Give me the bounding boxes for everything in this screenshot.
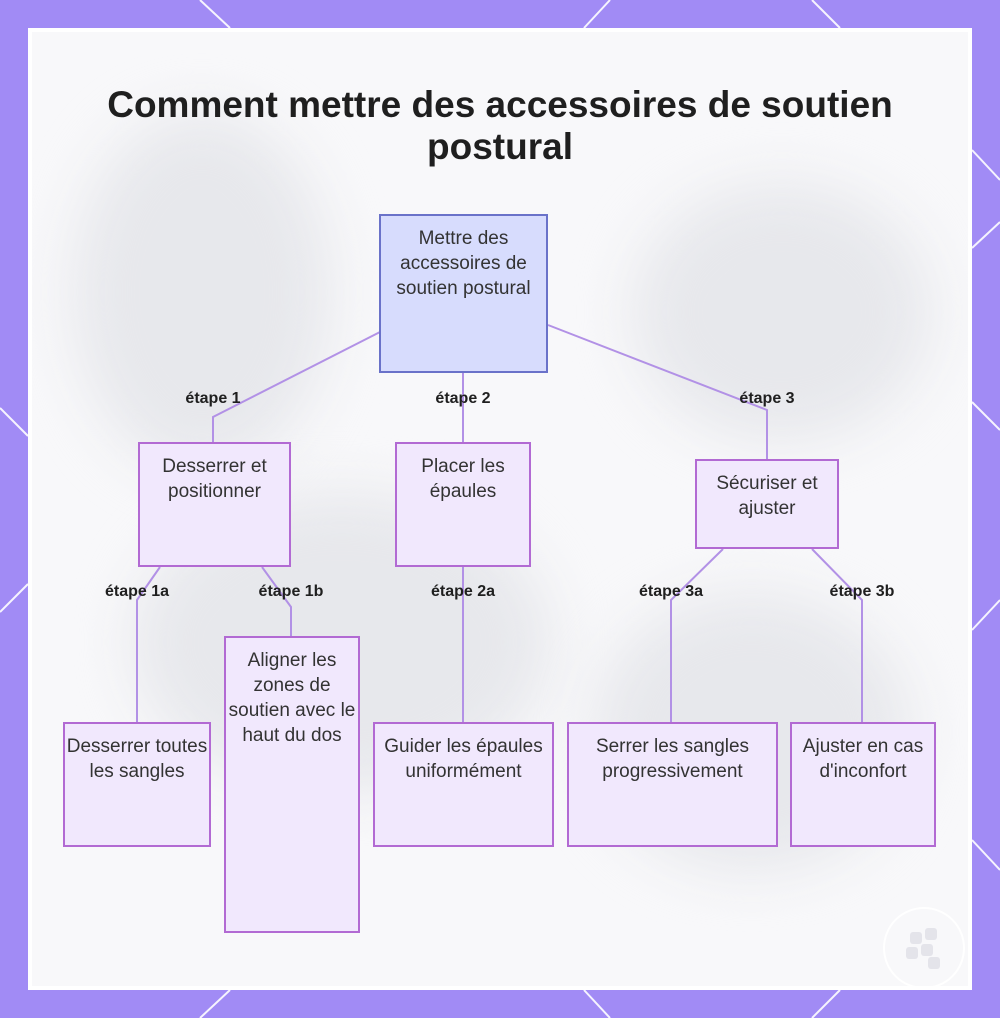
edge-label: étape 2a [430, 583, 496, 600]
connector-line [547, 324, 768, 459]
edge-label: étape 2 [435, 390, 491, 407]
node-step-2: Placer les épaules [395, 442, 531, 567]
node-step-1a: Desserrer toutes les sangles [63, 722, 211, 847]
edge-label: étape 3b [829, 583, 895, 600]
edge-label: étape 1 [185, 390, 241, 407]
node-step-1b: Aligner les zones de soutien avec le hau… [224, 636, 360, 933]
edge-label: étape 1b [258, 583, 324, 600]
node-step-3b: Ajuster en cas d'inconfort [790, 722, 936, 847]
logo-icon [883, 907, 965, 989]
connector-line [212, 331, 381, 442]
edge-label: étape 3 [739, 390, 795, 407]
connector-line [136, 566, 161, 722]
edge-label: étape 1a [104, 583, 170, 600]
edge-label: étape 3a [638, 583, 704, 600]
connector-line [261, 566, 292, 636]
connector-line [670, 548, 724, 722]
page-title: Comment mettre des accessoires de soutie… [107, 84, 893, 167]
connector-line [811, 548, 863, 722]
node-step-3: Sécuriser et ajuster [695, 459, 839, 549]
node-step-1: Desserrer et positionner [138, 442, 291, 567]
node-root: Mettre des accessoires de soutien postur… [379, 214, 548, 373]
node-step-3a: Serrer les sangles progressivement [567, 722, 778, 847]
node-step-2a: Guider les épaules uniformément [373, 722, 554, 847]
